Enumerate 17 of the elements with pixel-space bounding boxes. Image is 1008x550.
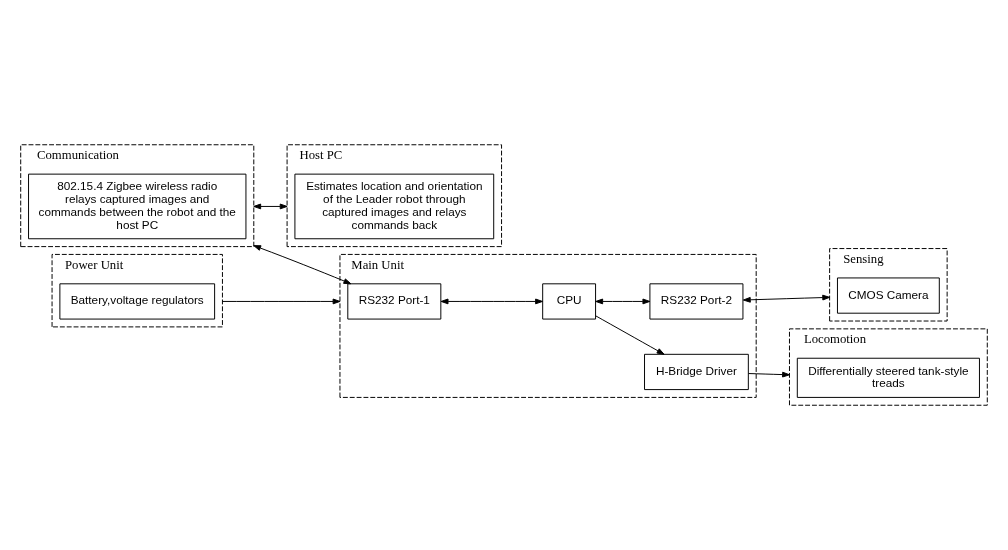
arrow xyxy=(440,298,543,305)
arrow xyxy=(253,245,352,285)
arrow xyxy=(595,315,665,355)
node-box: Estimates location and orientation of the Leader robot through captured images and relays commands back xyxy=(294,173,495,240)
node-box: RS232 Port-2 xyxy=(649,283,744,320)
node-box: Battery,voltage regulators xyxy=(59,283,216,320)
arrow xyxy=(748,371,790,378)
arrow xyxy=(253,203,288,210)
arrow xyxy=(742,294,831,303)
node-box: CMOS Camera xyxy=(836,277,940,314)
node-box: H-Bridge Driver xyxy=(644,353,749,391)
node-box: 802.15.4 Zigbee wireless radio relays captured images and commands between the robot and the host PC xyxy=(28,173,247,240)
arrow xyxy=(595,298,651,305)
node-box: Differentially steered tank-style treads xyxy=(796,357,980,398)
node-box: RS232 Port-1 xyxy=(347,283,442,320)
node-box: CPU xyxy=(542,283,597,320)
arrow xyxy=(221,298,341,305)
